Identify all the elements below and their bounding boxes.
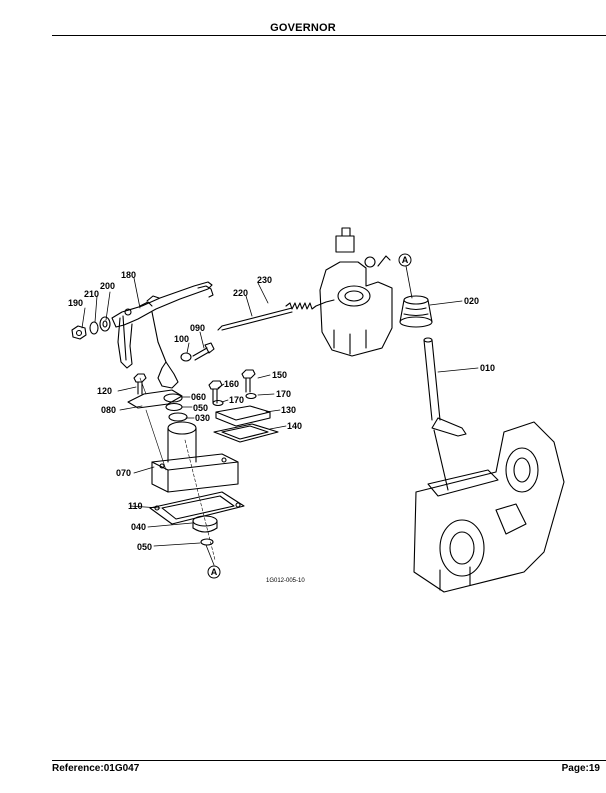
shaft-010 bbox=[423, 337, 467, 491]
label-030: 030 bbox=[195, 413, 210, 423]
washer-170a bbox=[212, 399, 224, 407]
label-120: 120 bbox=[97, 386, 112, 396]
label-160: 160 bbox=[224, 379, 239, 389]
washer-030 bbox=[168, 412, 188, 422]
label-190: 190 bbox=[68, 298, 83, 308]
bearing-040 bbox=[192, 515, 218, 533]
label-110: 110 bbox=[128, 501, 143, 511]
oring-050 bbox=[165, 402, 183, 412]
drawing-code: 1G012-005-10 bbox=[266, 578, 305, 584]
governor-lever-180 bbox=[111, 281, 214, 389]
label-090: 090 bbox=[190, 323, 205, 333]
header-rule bbox=[52, 35, 606, 36]
bolt-090 bbox=[192, 342, 215, 361]
reference-label: Reference:01G047 bbox=[52, 763, 140, 774]
injection-pump bbox=[319, 227, 393, 357]
label-100: 100 bbox=[174, 334, 189, 344]
label-050-lower: 050 bbox=[137, 542, 152, 552]
governor-housing-070 bbox=[151, 421, 239, 493]
nut-190 bbox=[71, 325, 87, 340]
gasket-140 bbox=[213, 423, 279, 443]
label-210: 210 bbox=[84, 289, 99, 299]
label-150: 150 bbox=[272, 370, 287, 380]
footer-rule bbox=[52, 760, 606, 761]
label-060: 060 bbox=[191, 392, 206, 402]
cover-130 bbox=[215, 405, 271, 427]
label-050-upper: 050 bbox=[193, 403, 208, 413]
page-number: Page:19 bbox=[561, 763, 600, 774]
label-020: 020 bbox=[464, 296, 479, 306]
washer-210 bbox=[89, 321, 99, 335]
washer-060 bbox=[163, 393, 183, 403]
sleeve-020 bbox=[399, 295, 433, 328]
label-220: 220 bbox=[233, 288, 248, 298]
label-040: 040 bbox=[131, 522, 146, 532]
label-230: 230 bbox=[257, 275, 272, 285]
label-180: 180 bbox=[121, 270, 136, 280]
label-010: 010 bbox=[480, 363, 495, 373]
page-title: GOVERNOR bbox=[270, 22, 336, 34]
label-140: 140 bbox=[287, 421, 302, 431]
label-080: 080 bbox=[101, 405, 116, 415]
gear-case bbox=[413, 421, 565, 593]
gasket-110 bbox=[149, 491, 245, 525]
washer-200 bbox=[99, 316, 111, 332]
callout-a-bottom-label: A bbox=[211, 567, 218, 577]
bolt-150 bbox=[241, 369, 256, 393]
bolt-120 bbox=[133, 373, 147, 395]
label-200: 200 bbox=[100, 281, 115, 291]
label-070: 070 bbox=[116, 468, 131, 478]
callout-a-top bbox=[398, 253, 412, 267]
washer-170b bbox=[245, 392, 257, 400]
plate-080 bbox=[127, 389, 183, 409]
snap-ring-050 bbox=[200, 538, 214, 546]
label-130: 130 bbox=[281, 405, 296, 415]
spring-230 bbox=[285, 299, 335, 310]
label-170-right: 170 bbox=[276, 389, 291, 399]
rod-220 bbox=[217, 307, 293, 331]
label-170-left: 170 bbox=[229, 395, 244, 405]
callout-a-top-label: A bbox=[402, 255, 409, 265]
bolt-160 bbox=[208, 380, 223, 404]
callout-a-bottom bbox=[207, 565, 221, 579]
washer-100 bbox=[180, 352, 192, 362]
